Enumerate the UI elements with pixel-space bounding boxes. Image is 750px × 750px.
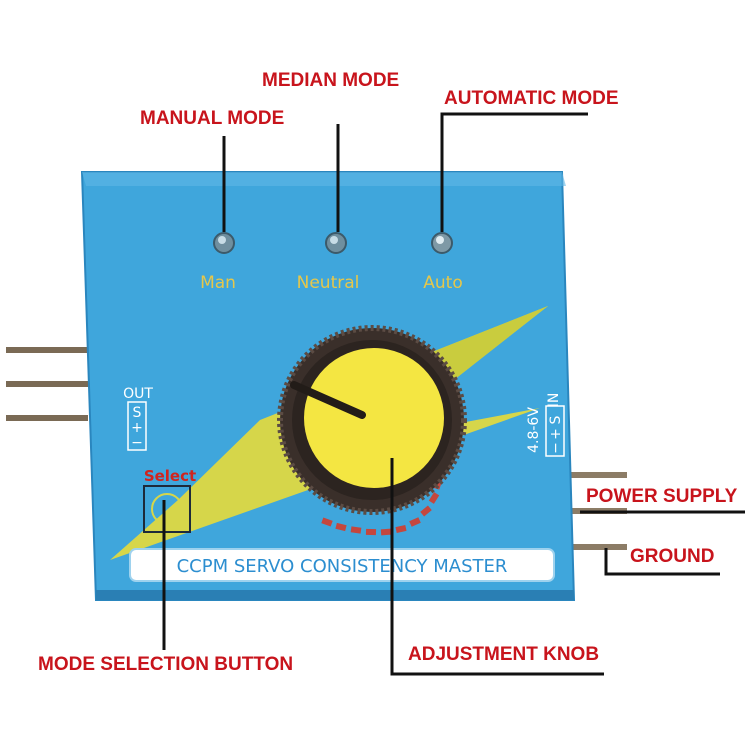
input-pin-signal bbox=[565, 472, 627, 478]
callout-mode-selection-button: MODE SELECTION BUTTON bbox=[38, 654, 293, 675]
in-pin-minus: − bbox=[548, 442, 564, 454]
out-pin-legend-box bbox=[127, 401, 147, 451]
adjustment-knob[interactable] bbox=[277, 325, 467, 515]
leader-knob bbox=[390, 458, 604, 676]
leader-automatic bbox=[440, 112, 588, 232]
banner-plate bbox=[129, 548, 555, 582]
knob-cap bbox=[304, 348, 444, 488]
callout-power-supply: POWER SUPPLY bbox=[586, 486, 738, 507]
select-label: Select bbox=[144, 467, 196, 485]
output-pin-1 bbox=[6, 347, 88, 353]
banner-title: CCPM SERVO CONSISTENCY MASTER bbox=[177, 556, 508, 577]
in-label: IN bbox=[546, 393, 562, 408]
callout-manual-mode: MANUAL MODE bbox=[140, 108, 284, 129]
voltage-label: 4.8-6V bbox=[526, 407, 542, 453]
output-pin-2 bbox=[6, 381, 88, 387]
leader-ground bbox=[604, 548, 720, 576]
input-pin-ground bbox=[565, 544, 627, 550]
in-pin-plus: + bbox=[548, 428, 564, 440]
out-pin-plus: + bbox=[131, 420, 143, 436]
in-pin-legend-box bbox=[545, 405, 565, 457]
select-button[interactable] bbox=[151, 493, 183, 525]
callout-adjustment-knob: ADJUSTMENT KNOB bbox=[408, 644, 599, 665]
led-label-neutral: Neutral bbox=[297, 273, 360, 293]
out-pin-minus: − bbox=[131, 435, 143, 451]
knob-pointer bbox=[290, 381, 366, 419]
leader-lines bbox=[162, 112, 745, 676]
led-label-auto: Auto bbox=[423, 273, 462, 293]
in-pin-s: S bbox=[548, 415, 564, 424]
output-pins bbox=[6, 347, 88, 421]
output-pin-3 bbox=[6, 415, 88, 421]
mode-leds bbox=[213, 232, 453, 254]
out-pin-s: S bbox=[133, 405, 142, 421]
led-label-man: Man bbox=[200, 273, 236, 293]
out-label: OUT bbox=[123, 386, 153, 402]
led-manual-highlight bbox=[218, 236, 226, 244]
in-legend: IN bbox=[546, 393, 562, 408]
callout-automatic-mode: AUTOMATIC MODE bbox=[444, 88, 619, 109]
led-auto-highlight bbox=[436, 236, 444, 244]
callout-ground: GROUND bbox=[630, 546, 714, 567]
led-neutral-highlight bbox=[330, 236, 338, 244]
callout-median-mode: MEDIAN MODE bbox=[262, 70, 399, 91]
knob-knurling bbox=[277, 325, 467, 515]
select-button-frame bbox=[143, 485, 191, 533]
